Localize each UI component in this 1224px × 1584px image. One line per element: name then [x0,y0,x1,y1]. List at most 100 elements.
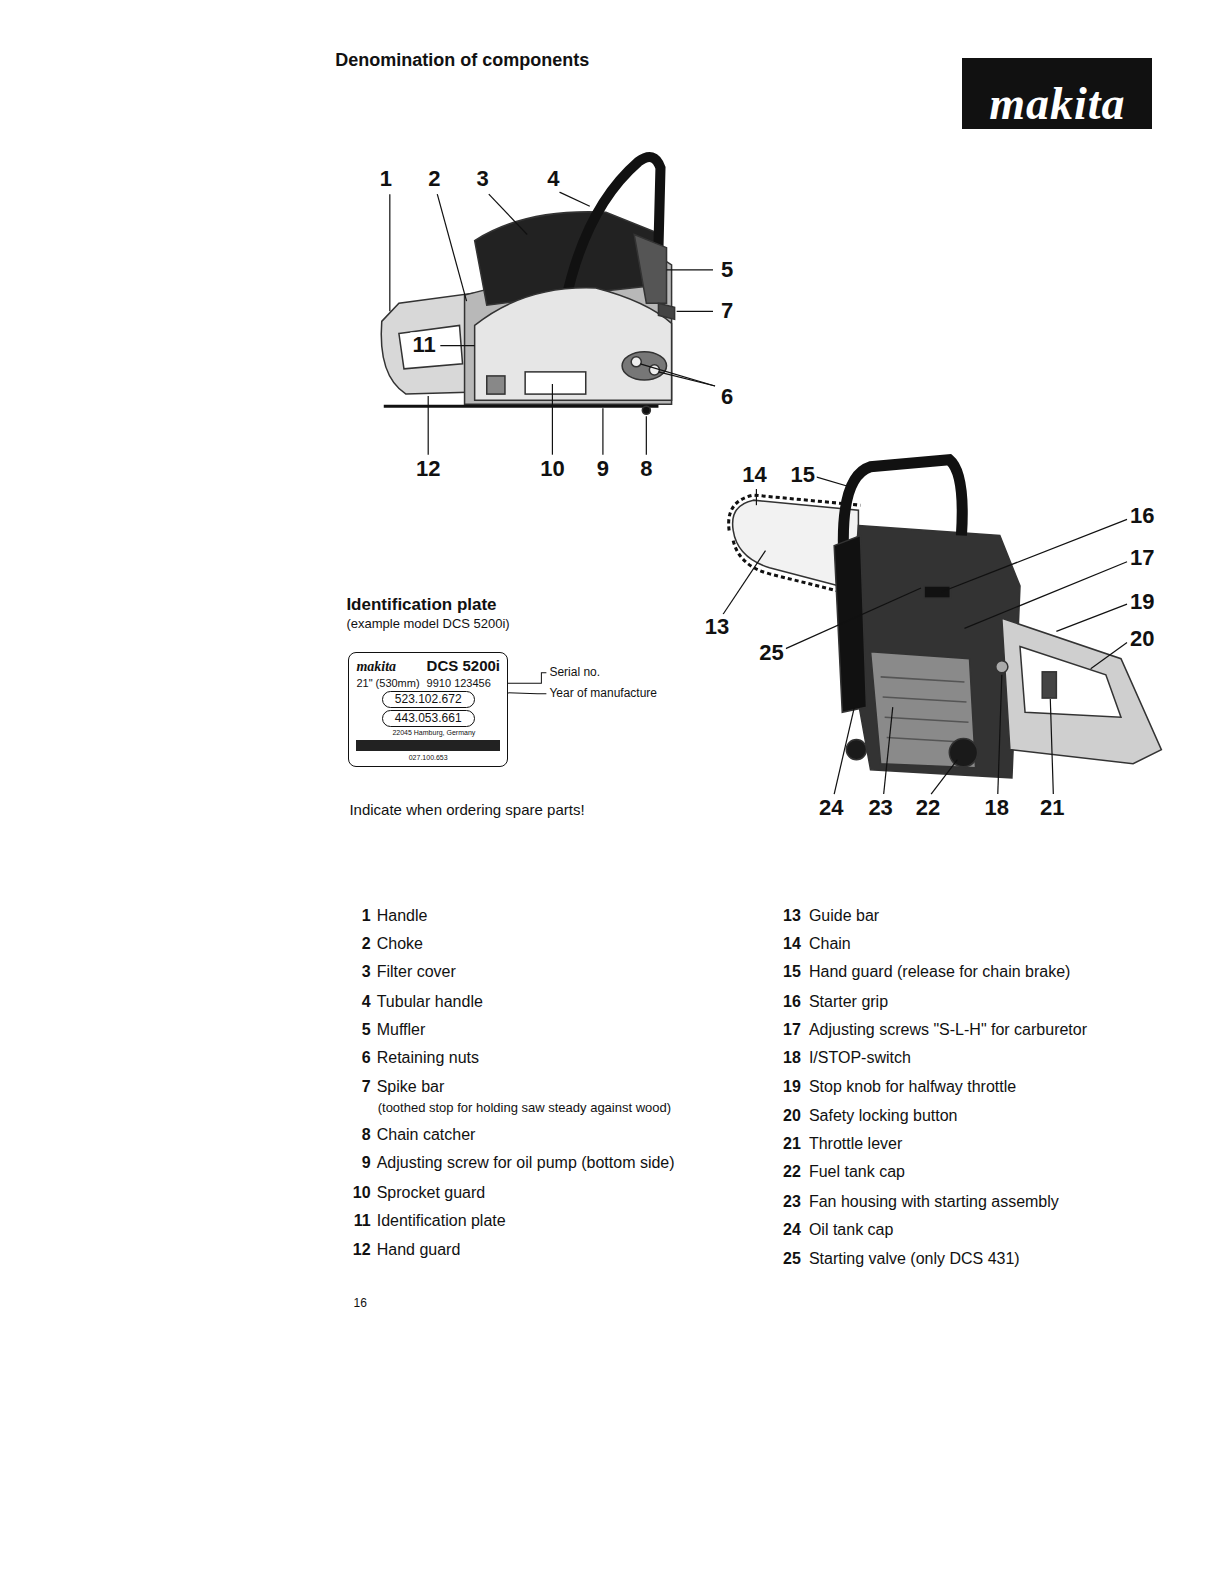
list-number: 7 [362,1078,371,1096]
part-name: Muffler [377,1021,426,1039]
part-name: Fuel tank cap [809,1163,905,1181]
part-name: Chain [809,935,851,953]
list-number: 15 [783,963,801,981]
throttle-lever [1042,672,1056,698]
callout-number: 5 [719,257,735,282]
callout-number: 2 [426,166,442,191]
logo-text: makita [989,81,1125,127]
list-number: 2 [362,935,371,953]
part-number-oval: 523.102.672 [382,691,475,708]
callout-number: 15 [789,462,817,487]
hand-guard [834,535,866,712]
part-name: Filter cover [377,963,456,981]
list-number: 14 [783,935,801,953]
fastener [487,376,505,394]
list-number: 16 [783,993,801,1011]
callout-number: 22 [914,795,942,820]
chainsaw-side-view [381,157,674,414]
bracket-line [502,673,546,684]
callout-number: 7 [719,298,735,323]
part-name: Stop knob for halfway throttle [809,1078,1016,1096]
callout-number: 4 [545,166,561,191]
plate-size: 21" (530mm) [356,677,419,689]
callout-number: 9 [595,456,611,481]
list-number: 23 [783,1193,801,1211]
handle-opening [399,325,463,368]
muffler [634,235,666,304]
list-number: 21 [783,1135,801,1153]
part-name: Chain catcher [377,1126,476,1144]
chainsaw-front-view [729,460,1162,778]
plate-address: 22045 Hamburg, Germany [392,729,500,737]
label-area [525,372,586,394]
list-number: 24 [783,1221,801,1239]
nut-recess [622,352,666,380]
list-number: 9 [362,1154,371,1172]
part-name: Oil tank cap [809,1221,893,1239]
part-number: 443.053.661 [395,712,462,725]
callout-number: 10 [538,456,566,481]
callout-number: 17 [1128,546,1156,571]
part-name: Handle [377,907,428,925]
engine-body [848,525,1020,777]
plate-bar [356,740,500,751]
part-name: Adjusting screw for oil pump (bottom sid… [377,1154,675,1172]
part-number: 523.102.672 [395,693,462,706]
callout-number: 25 [757,641,785,666]
callout-number: 16 [1128,503,1156,528]
retaining-nut [631,357,641,367]
callout-number: 21 [1038,795,1066,820]
list-number: 13 [783,907,801,925]
callout-number: 19 [1128,589,1156,614]
part-name: Safety locking button [809,1107,958,1125]
list-number: 22 [783,1163,801,1181]
identification-plate: makitaDCS 5200i21" (530mm)9910 123456220… [348,652,508,766]
part-name: Adjusting screws "S-L-H" for carburetor [809,1021,1087,1039]
part-name: Choke [377,935,423,953]
part-name: Tubular handle [377,993,483,1011]
list-number: 25 [783,1250,801,1268]
list-number: 1 [362,907,371,925]
callout-number: 18 [983,795,1011,820]
list-number: 18 [783,1049,801,1067]
plate-serial: 9910 123456 [427,677,500,689]
stop-switch [996,661,1008,673]
plate-code: 027.100.653 [356,754,500,762]
callout-number: 14 [740,462,768,487]
list-number: 4 [362,993,371,1011]
callout-number: 11 [411,333,438,358]
rear-handle [1002,618,1162,763]
note: Indicate when ordering spare parts! [349,801,584,818]
section-subheading: (example model DCS 5200i) [346,617,509,632]
bottom-edge [384,405,659,408]
brand-logo: makita [962,58,1152,130]
callout-number: 13 [703,614,731,639]
plate-model: DCS 5200i [427,658,500,675]
spike-bar [658,303,674,319]
list-number: 17 [783,1021,801,1039]
callout-number: 6 [719,384,735,409]
part-name: Guide bar [809,907,879,925]
starter-grip [924,586,950,598]
section-heading: Identification plate [346,595,496,615]
part-note: (toothed stop for holding saw steady aga… [378,1101,671,1116]
callout-number: 20 [1128,627,1156,652]
page-number: 16 [353,1297,366,1311]
list-number: 5 [362,1021,371,1039]
sprocket-guard [475,288,672,400]
part-name: Retaining nuts [377,1049,479,1067]
list-number: 20 [783,1107,801,1125]
part-name: Starter grip [809,993,888,1011]
part-name: Identification plate [377,1212,506,1230]
list-number: 10 [353,1184,371,1202]
callout-number: 3 [475,166,491,191]
leader-lines [390,192,715,455]
part-name: Hand guard (release for chain brake) [809,963,1070,981]
plate-annotation: Serial no. [549,666,600,680]
callout-number: 12 [414,456,442,481]
part-number-oval: 443.053.661 [382,710,475,727]
part-name: Fan housing with starting assembly [809,1193,1059,1211]
list-number: 12 [353,1241,371,1259]
list-number: 6 [362,1049,371,1067]
callout-number: 1 [378,166,394,191]
